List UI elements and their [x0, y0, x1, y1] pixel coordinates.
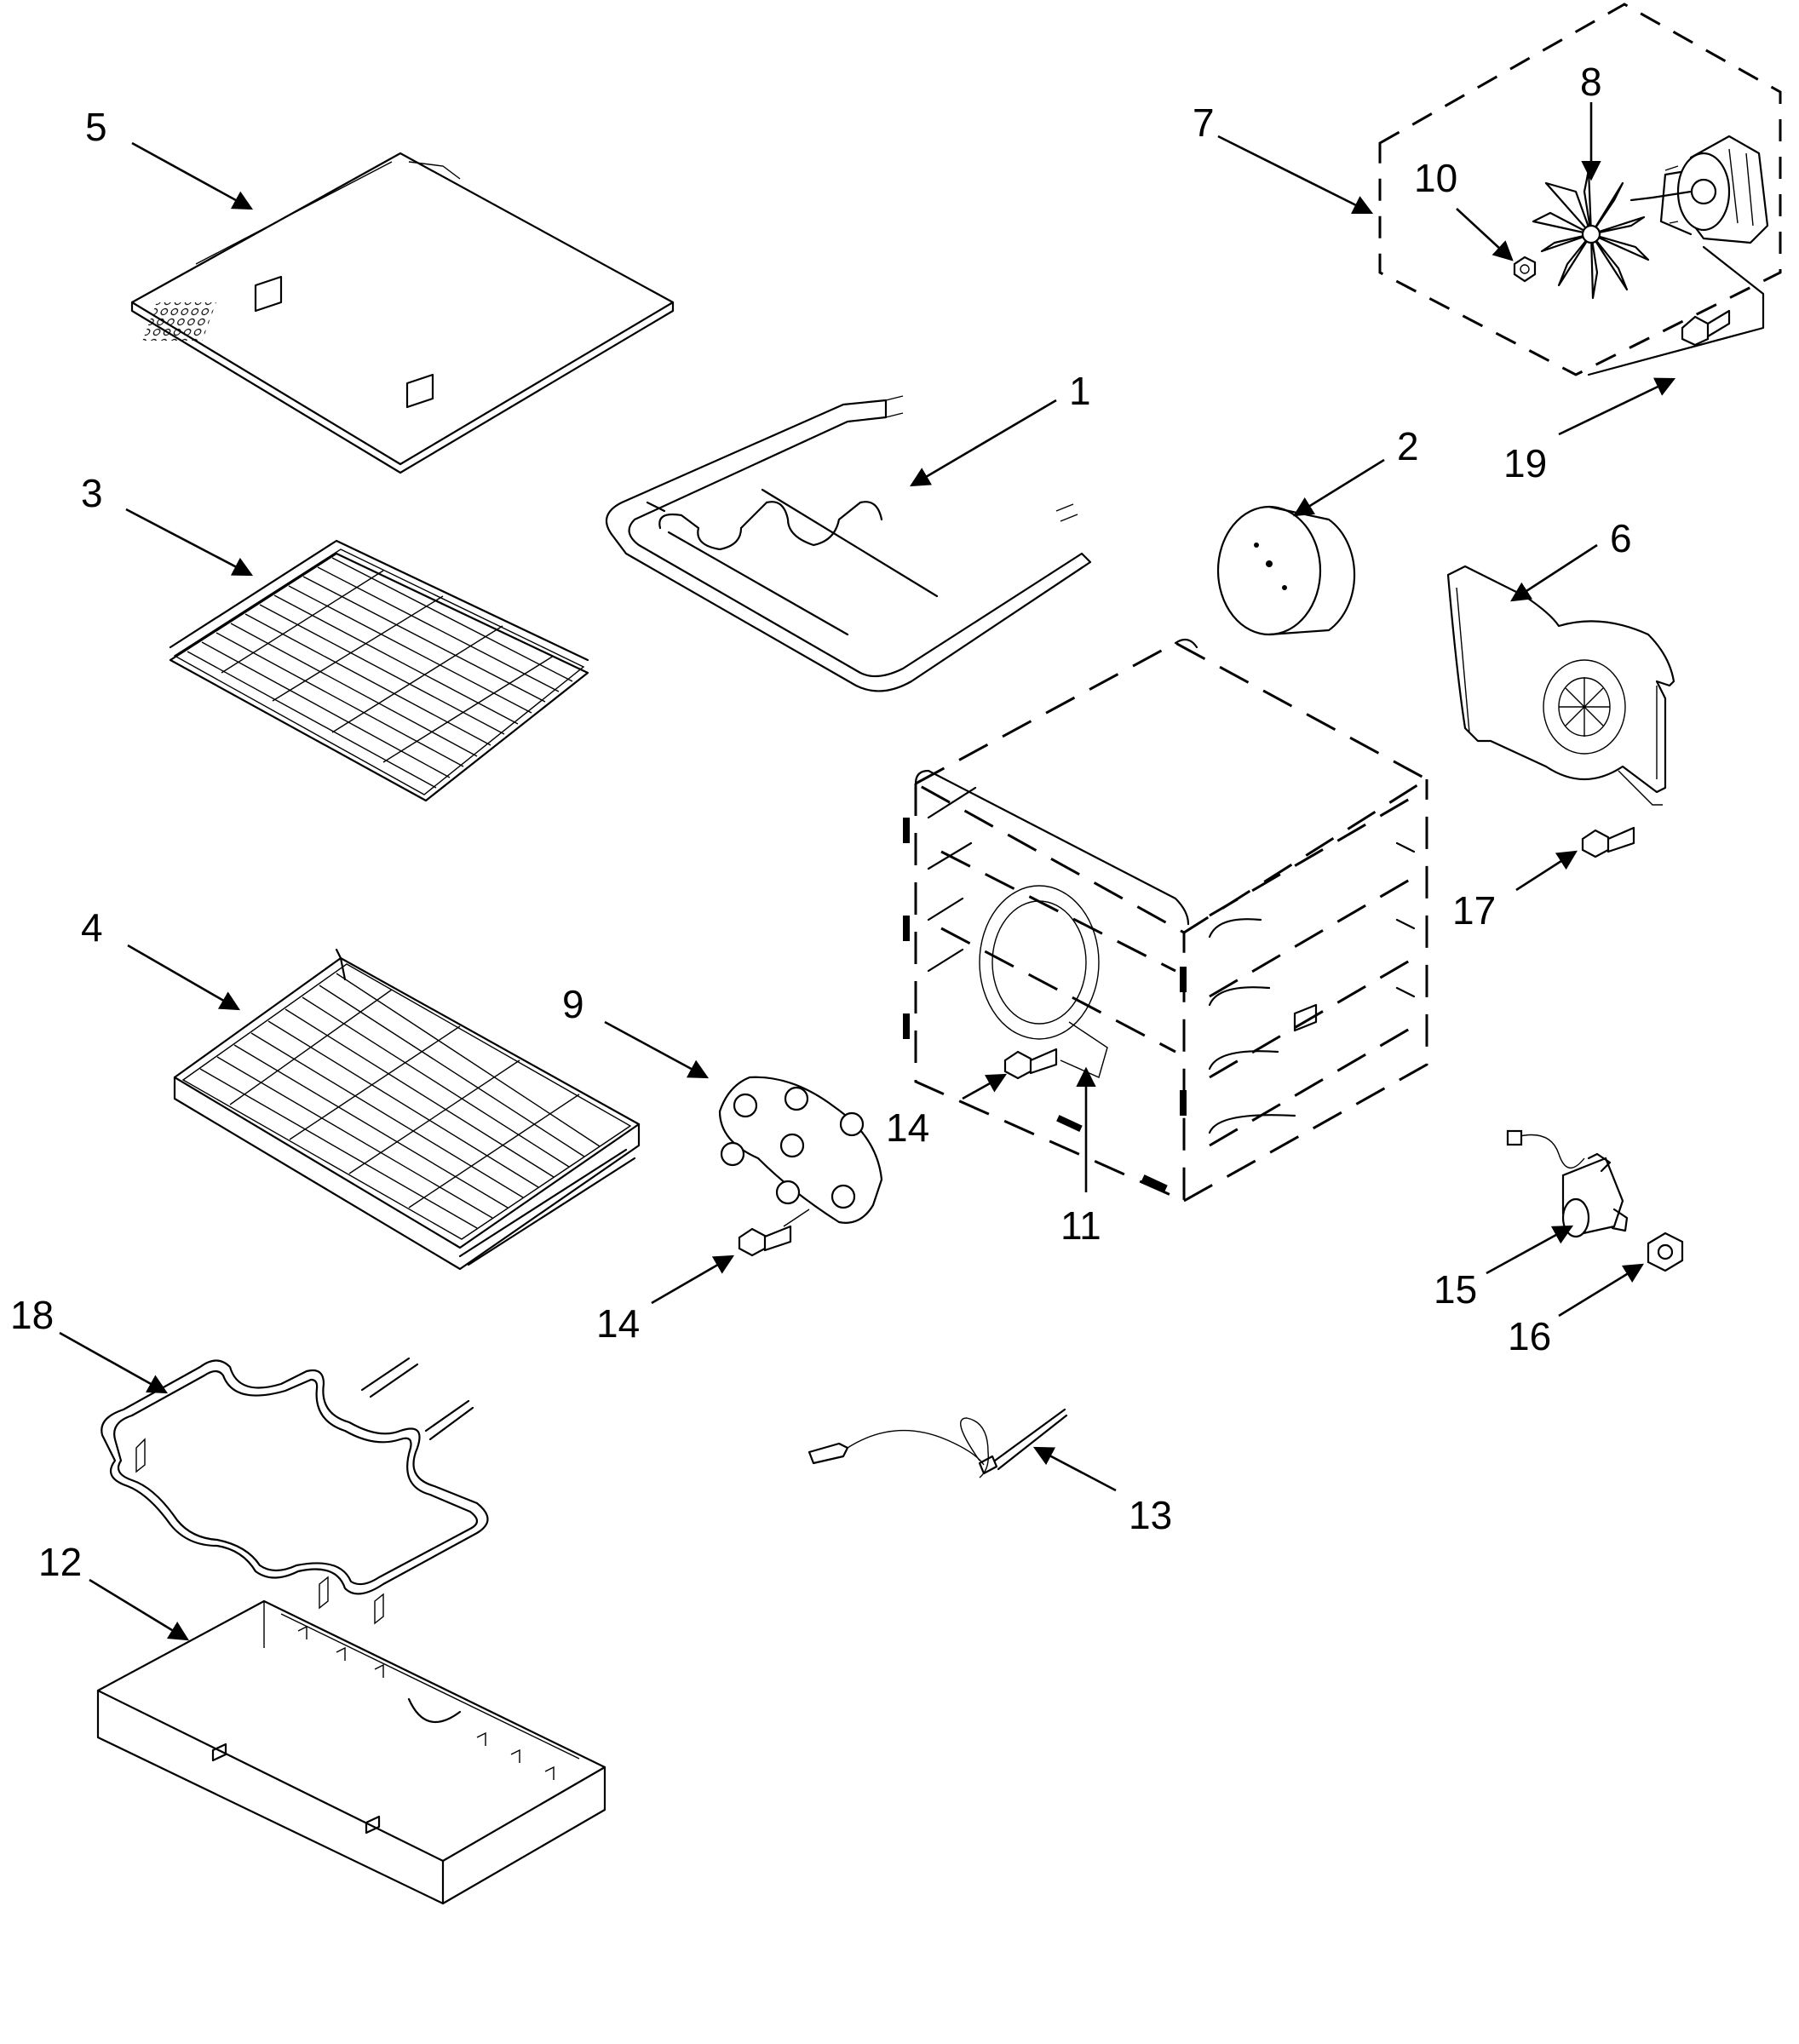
leader-arrows	[59, 102, 1676, 1641]
leader-13	[1032, 1446, 1117, 1492]
callout-14-lower: 14	[596, 1301, 640, 1346]
leader-2	[1293, 458, 1385, 517]
callout-6: 6	[1610, 516, 1632, 560]
callout-10: 10	[1414, 156, 1457, 200]
leader-17	[1515, 850, 1578, 892]
callout-5: 5	[85, 105, 107, 149]
part-7-fan-motor-assembly-group	[1378, 3, 1782, 376]
callout-11: 11	[1060, 1203, 1101, 1248]
callout-8: 8	[1580, 60, 1602, 104]
part-14-screw-upper	[1003, 1048, 1058, 1080]
part-5-top-cover-panel	[130, 152, 675, 474]
fan-motor	[1587, 135, 1769, 376]
leader-4	[127, 944, 241, 1011]
callout-17: 17	[1452, 888, 1496, 933]
part-1-broil-element	[605, 395, 1092, 692]
part-17-screw	[1581, 826, 1635, 858]
leader-14-upper	[962, 1073, 1008, 1100]
callout-7: 7	[1193, 100, 1215, 145]
leader-1	[909, 399, 1057, 487]
part-12-bottom-pan	[96, 1599, 606, 1905]
part-14-screw-lower	[738, 1225, 792, 1257]
baffle-vent-lines	[1559, 677, 1610, 737]
cavity-rack-supports-right	[1208, 841, 1416, 1134]
part-16-nut	[1647, 1232, 1684, 1272]
part-10-nut	[1513, 256, 1537, 283]
part-3-oven-rack	[169, 539, 589, 802]
leader-19	[1558, 377, 1676, 436]
leader-12	[89, 1578, 189, 1641]
callout-14-upper: 14	[886, 1105, 929, 1150]
callout-4: 4	[81, 905, 103, 950]
callout-1: 1	[1069, 369, 1091, 413]
part-11-oven-cavity	[903, 638, 1429, 1203]
callout-9: 9	[562, 982, 584, 1026]
leader-18	[59, 1331, 169, 1394]
leader-7	[1217, 135, 1374, 215]
callout-2: 2	[1397, 424, 1419, 468]
part-9-rear-cover-plate	[718, 1076, 883, 1227]
cavity-rack-supports-left	[927, 786, 977, 973]
leader-6	[1510, 543, 1598, 602]
callout-labels: 5 3 4 18 12 1 2 7 8 10 19 6 17 9 14 11 1…	[10, 60, 1632, 1584]
leader-16	[1558, 1263, 1644, 1318]
part-18-bake-element	[101, 1357, 489, 1625]
callout-3: 3	[81, 471, 103, 515]
part-2-fan-shroud-disc	[1216, 505, 1356, 636]
leader-3	[125, 508, 254, 577]
callout-18: 18	[10, 1293, 54, 1337]
part-8-fan-blade	[1532, 169, 1650, 300]
callout-12: 12	[38, 1540, 82, 1584]
leader-15	[1486, 1225, 1574, 1275]
leader-9	[604, 1020, 710, 1079]
leader-5	[131, 141, 254, 210]
leader-10	[1456, 208, 1514, 261]
part-4-sliding-rack	[173, 948, 641, 1271]
part-19-screw	[1681, 309, 1731, 347]
part-6-convection-baffle	[1446, 565, 1675, 806]
callout-16: 16	[1508, 1314, 1551, 1358]
callout-15: 15	[1434, 1267, 1477, 1312]
part-15-sensor	[1506, 1129, 1629, 1238]
callout-13: 13	[1129, 1493, 1172, 1537]
part-13-temperature-probe	[808, 1408, 1068, 1478]
callout-19: 19	[1503, 441, 1547, 485]
leader-14-lower	[651, 1255, 735, 1305]
